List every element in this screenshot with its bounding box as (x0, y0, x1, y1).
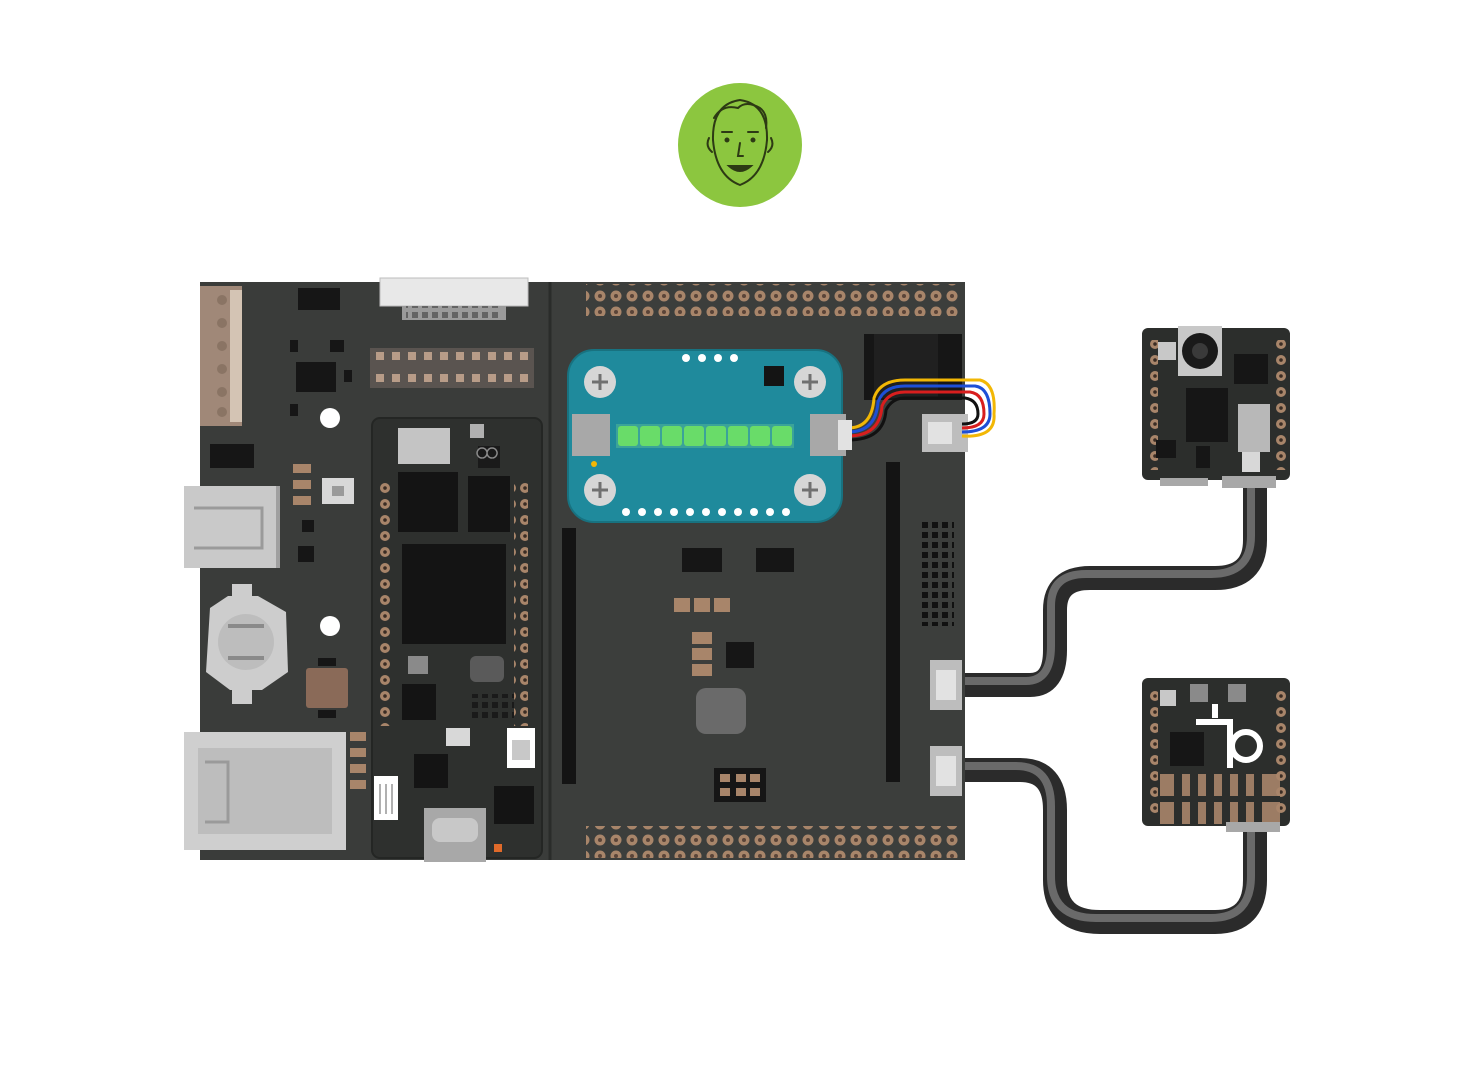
user-avatar (678, 83, 802, 207)
fpc-connector (379, 277, 529, 320)
header-pads-bottom (586, 826, 960, 858)
brand-logo-icon (1196, 719, 1263, 768)
cable-to-sensor-node (951, 758, 1267, 934)
inductor (306, 668, 348, 708)
carrier-components (562, 334, 962, 802)
usb-c-port (424, 808, 486, 862)
main-compute-module (371, 417, 543, 862)
qwiic-connector-2 (930, 660, 962, 710)
header-pads-top (586, 284, 960, 316)
pin-header-array (370, 348, 534, 388)
usb-a-port (184, 486, 280, 568)
reset-button (322, 478, 354, 504)
person-face-icon (706, 98, 774, 187)
battery-holder (206, 584, 288, 704)
qwiic-connector-1 (922, 414, 968, 452)
qwiic-connector-3 (930, 746, 962, 796)
camera-node-board (1142, 326, 1290, 488)
screw-terminal-block (200, 286, 242, 426)
cable-to-camera-node (951, 474, 1267, 697)
led-array (618, 426, 792, 446)
led-modulino (567, 349, 852, 523)
ethernet-port (184, 732, 346, 850)
qwiic-cable (847, 378, 996, 442)
sensor-node-board (1142, 678, 1290, 832)
